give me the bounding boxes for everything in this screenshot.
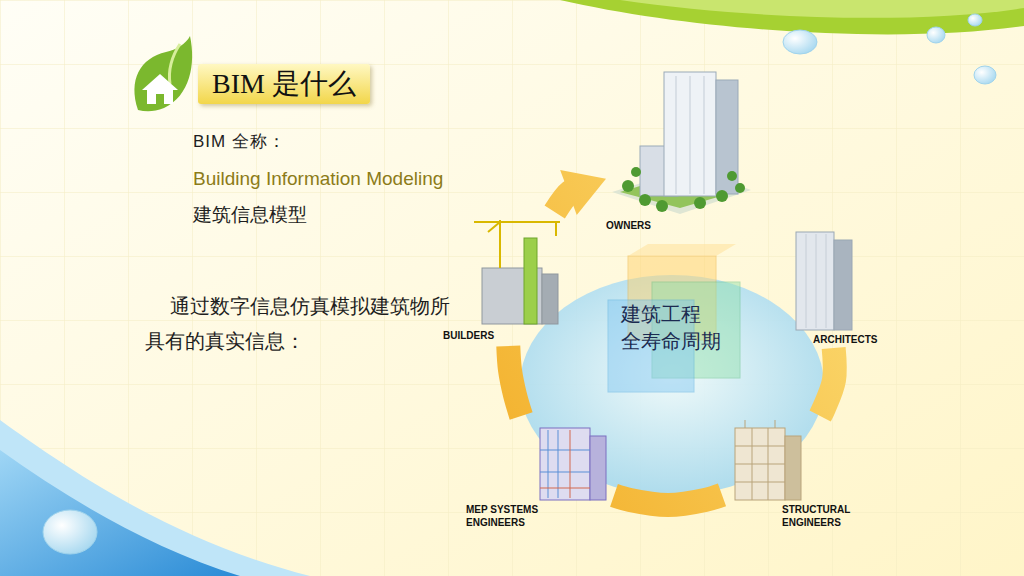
water-drop <box>927 27 945 43</box>
house-door <box>156 94 164 104</box>
cube-top <box>628 244 736 256</box>
role-label: MEP SYSTEMS ENGINEERS <box>466 503 551 529</box>
green-swoosh-light <box>620 0 1024 18</box>
building-side <box>542 274 558 324</box>
role-node: STRUCTURAL ENGINEERS <box>722 416 863 531</box>
lifecycle-ring <box>820 348 835 416</box>
green-swoosh <box>560 0 1024 34</box>
tower <box>796 232 834 330</box>
lifecycle-core: 建筑工程 全寿命周期 <box>615 298 735 358</box>
tower-side <box>834 240 852 330</box>
water-drop <box>968 14 982 26</box>
lifecycle-ring <box>614 495 722 505</box>
pipe-lines <box>540 430 590 498</box>
slide-text: Building Information Modeling <box>193 167 443 191</box>
slide-title: BIM 是什么 <box>198 64 370 104</box>
title-slot: BIM 是什么 <box>198 64 370 104</box>
role-node: ARCHITECTS <box>778 222 888 348</box>
role-node: MEP SYSTEMS ENGINEERS <box>462 416 614 531</box>
slide-text: 建筑信息模型 <box>193 203 307 227</box>
frame <box>540 428 590 500</box>
label-slot: 建筑信息模型 <box>193 203 307 227</box>
blue-swoosh-light <box>0 420 310 576</box>
tower-lines <box>806 234 826 328</box>
mep-building <box>540 428 606 500</box>
leaf <box>134 36 192 111</box>
trees <box>622 167 745 212</box>
pipe-lines <box>540 430 590 498</box>
lifecycle-ring <box>508 346 521 416</box>
label-slot: Building Information Modeling <box>193 167 443 191</box>
leaf-vein <box>169 44 180 84</box>
tower-side <box>716 80 738 194</box>
water-drops <box>43 14 996 554</box>
tower <box>664 72 716 196</box>
role-label: STRUCTURAL ENGINEERS <box>782 503 860 529</box>
house-icon <box>134 36 192 111</box>
role-label: BUILDERS <box>443 329 494 342</box>
slide-text: 通过数字信息仿真模拟建筑物所具有的真实信息： <box>145 289 463 359</box>
water-drop <box>974 66 996 84</box>
architects-building <box>796 232 852 330</box>
water-drop <box>43 510 97 554</box>
role-label: ARCHITECTS <box>813 333 877 346</box>
structural-building <box>735 420 801 500</box>
house <box>142 74 178 104</box>
core <box>524 238 537 324</box>
water-drop <box>783 30 817 54</box>
frame-side <box>590 436 606 500</box>
label-slot: 通过数字信息仿真模拟建筑物所具有的真实信息： <box>145 289 463 359</box>
label-slot: BIM 全称： <box>193 131 286 153</box>
blue-swoosh <box>0 450 240 576</box>
lifecycle-cubes <box>608 244 740 392</box>
owners-building <box>612 72 751 214</box>
frame-side <box>785 436 801 500</box>
slide-text: BIM 全称： <box>193 131 286 153</box>
frame-lines <box>735 420 785 500</box>
lifecycle-label: 建筑工程 全寿命周期 <box>621 301 729 355</box>
role-node: OWNERS <box>606 66 751 238</box>
role-label: OWNERS <box>606 219 651 232</box>
crane <box>474 220 560 268</box>
tower-lines <box>676 76 704 194</box>
role-node: BUILDERS <box>440 212 567 346</box>
builders-building <box>474 220 560 324</box>
arrow-head <box>560 170 606 215</box>
